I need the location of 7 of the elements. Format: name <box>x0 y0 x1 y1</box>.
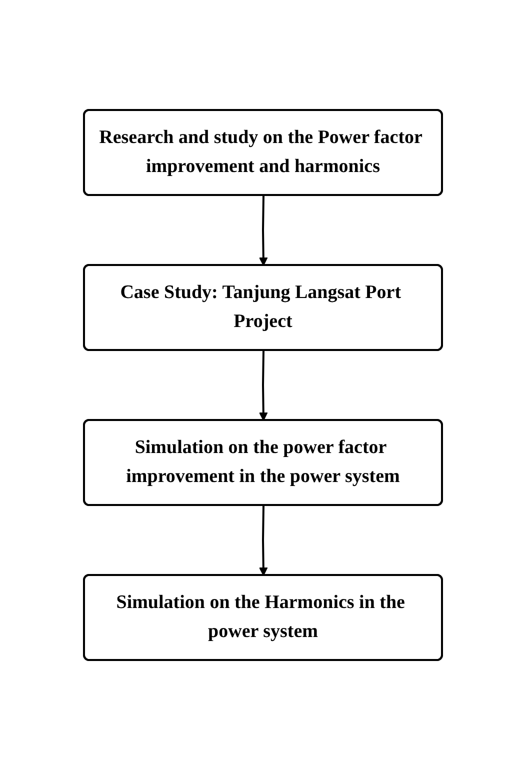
node-text: Simulation on the power factor improvement in the power system <box>126 436 400 486</box>
arrow <box>258 350 268 420</box>
arrow <box>258 504 268 576</box>
node-text: Simulation on the Harmonics in the power system <box>116 592 404 641</box>
node-text: Case Study: Tanjung Langsat Port Project <box>120 282 401 331</box>
node-text: Research and study on the Power factor improvement and harmonics <box>98 126 422 176</box>
arrow <box>258 194 268 266</box>
